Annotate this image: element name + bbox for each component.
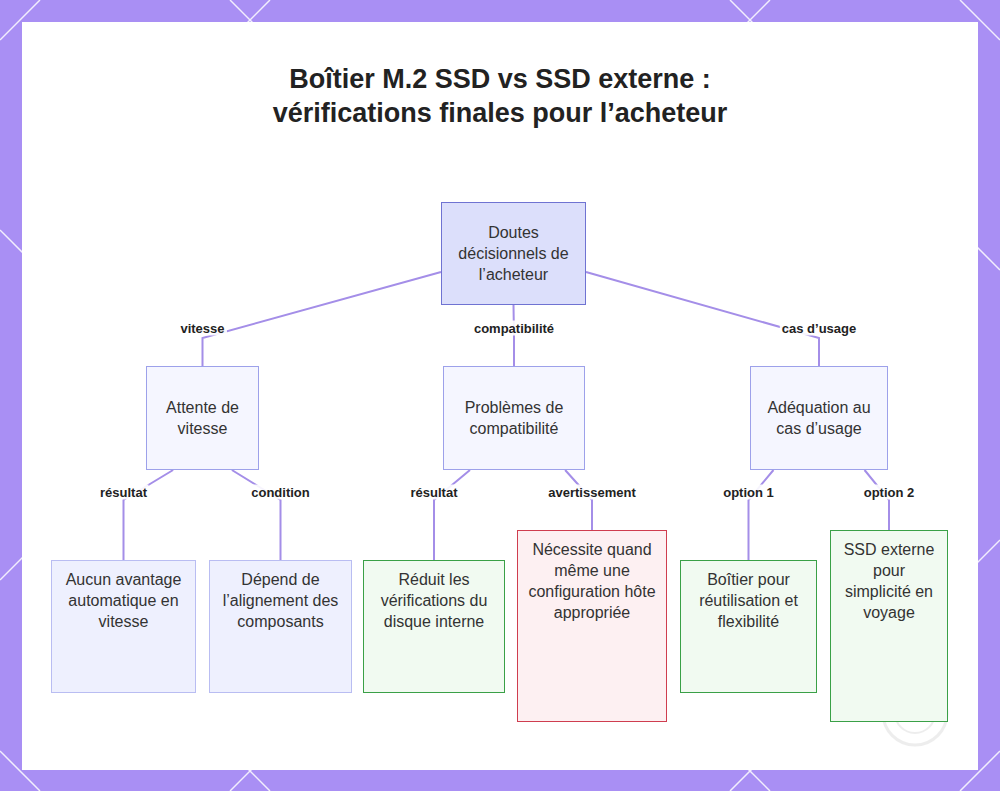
outcome-box: Dépend de l’alignement des composants — [209, 560, 352, 693]
edge-label: option 2 — [862, 485, 917, 500]
connector-line — [565, 470, 592, 530]
outcome-box: SSD externe pour simplicité en voyage — [830, 530, 948, 722]
outcome-box: Aucun avantage automatique en vitesse — [51, 560, 196, 693]
edge-label: vitesse — [178, 321, 226, 336]
connector-line — [865, 470, 889, 530]
edge-label: condition — [249, 485, 312, 500]
box-text: Attente de vitesse — [157, 397, 248, 439]
box-text: Adéquation au cas d’usage — [761, 397, 877, 439]
connector-line — [749, 470, 774, 560]
edge-label: résultat — [98, 485, 149, 500]
edge-label: cas d’usage — [780, 321, 858, 336]
category-box: Problèmes de compatibilité — [443, 366, 585, 470]
box-text: Dépend de l’alignement des composants — [220, 569, 341, 632]
box-text: Doutes décisionnels de l’acheteur — [452, 222, 575, 285]
box-text: SSD externe pour simplicité en voyage — [841, 539, 937, 623]
outcome-box: Nécessite quand même une configuration h… — [517, 530, 667, 722]
edge-label: compatibilité — [472, 321, 556, 336]
connector-line — [586, 272, 819, 366]
edge-label: option 1 — [721, 485, 776, 500]
outcome-box: Boîtier pour réutilisation et flexibilit… — [680, 560, 817, 693]
category-box: Adéquation au cas d’usage — [750, 366, 888, 470]
edge-label: avertissement — [546, 485, 637, 500]
connector-line — [232, 470, 281, 560]
connector-line — [513, 305, 516, 366]
connector-line — [203, 272, 442, 366]
box-text: Réduit les vérifications du disque inter… — [374, 569, 494, 632]
connector-line — [434, 470, 470, 560]
category-box: Attente de vitesse — [146, 366, 259, 470]
connector-line — [124, 470, 174, 560]
box-text: Nécessite quand même une configuration h… — [528, 539, 656, 623]
box-text: Boîtier pour réutilisation et flexibilit… — [691, 569, 806, 632]
diagram-title: Boîtier M.2 SSD vs SSD externe : vérific… — [250, 62, 750, 130]
box-text: Problèmes de compatibilité — [454, 397, 574, 439]
box-text: Aucun avantage automatique en vitesse — [62, 569, 185, 632]
root-box: Doutes décisionnels de l’acheteur — [441, 202, 586, 305]
outcome-box: Réduit les vérifications du disque inter… — [363, 560, 505, 693]
edge-label: résultat — [409, 485, 460, 500]
